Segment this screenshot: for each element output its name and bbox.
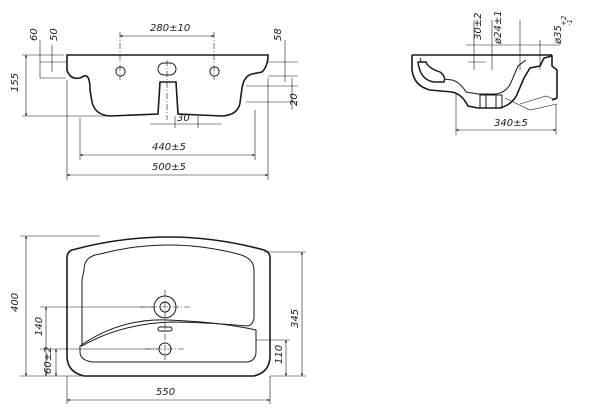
side-basin-outline (411, 54, 558, 109)
dim-30-2: 30±2 (473, 13, 484, 40)
dim-340: 340±5 (494, 118, 528, 129)
dim-550: 550 (156, 387, 175, 398)
dim-58: 58 (273, 28, 284, 41)
dim-110: 110 (274, 345, 285, 364)
dim-24: ø24±1 (493, 10, 504, 45)
dim-140: 140 (34, 317, 45, 336)
dim-35-tol-upper: +2 (560, 15, 568, 26)
dim-60-2: 60±2 (43, 347, 54, 374)
dim-50: 50 (49, 28, 60, 41)
front-tap-hole-left (115, 66, 126, 77)
dim-400: 400 (10, 293, 21, 312)
dim-440: 440±5 (152, 142, 186, 153)
front-view: 280±10 155 60 50 58 20 30 440±5 (10, 23, 300, 180)
dim-20: 20 (289, 93, 300, 106)
side-view: 30±2 ø24±1 ø35 +2 -1 340±5 (411, 10, 574, 135)
top-view: 400 140 60±2 345 110 550 (10, 235, 306, 404)
dim-280: 280±10 (150, 23, 190, 34)
side-overflow-loop (417, 61, 446, 83)
dim-30: 30 (177, 113, 190, 124)
front-basin-outline (66, 54, 269, 117)
top-inner-bowl (81, 244, 255, 347)
dim-500: 500±5 (152, 162, 186, 173)
side-drain (479, 94, 503, 109)
dim-35-tol-lower: -1 (566, 19, 574, 26)
dim-35-base: ø35 (553, 25, 564, 45)
dim-60: 60 (29, 28, 40, 41)
top-basin-outline (66, 236, 271, 377)
dim-155: 155 (10, 73, 21, 92)
dim-345: 345 (290, 309, 301, 328)
front-tap-hole-right (209, 66, 220, 77)
dim-35: ø35 +2 -1 (553, 15, 574, 45)
